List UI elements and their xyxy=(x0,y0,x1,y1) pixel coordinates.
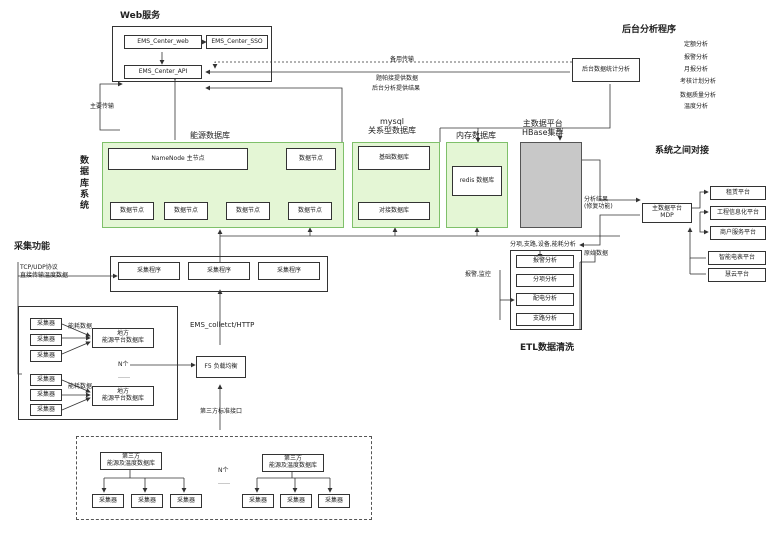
datanode-box: 数据节点 xyxy=(286,148,336,170)
local-collect-group xyxy=(18,306,178,420)
backend-analysis-title: 后台分析程序 xyxy=(622,25,677,35)
hbase-cluster-box xyxy=(520,142,582,228)
memory-db-title: 内存数据库 xyxy=(456,131,496,140)
datanode-box: 数据节点 xyxy=(226,202,270,220)
backend-item: 考核计划分析 xyxy=(680,78,717,85)
alarm-monitor-label: 报警,监控 xyxy=(465,271,491,278)
web-service-group xyxy=(112,26,272,82)
base-db-box: 基础数据库 xyxy=(358,146,430,170)
etl-title: ETL数据清洗 xyxy=(520,343,575,353)
integration-platform: 慧云平台 xyxy=(708,268,766,282)
ems-center-web: EMS_Center_web xyxy=(124,35,202,49)
redis-db-box: redis 数据库 xyxy=(452,166,502,196)
etl-item: 报警分析 xyxy=(516,255,574,268)
integration-platform: 工程信息化平台 xyxy=(710,206,766,220)
main-transfer-label: 主要传输 xyxy=(90,103,115,110)
n-count-label: N个 xyxy=(118,361,129,368)
database-system-label: 数据库系统 xyxy=(80,156,90,211)
energy-data-label: 能耗数据 xyxy=(68,323,93,330)
datanode-box: 数据节点 xyxy=(110,202,154,220)
ellipsis-label: …… xyxy=(118,373,130,380)
web-service-title: Web服务 xyxy=(120,11,161,21)
datanode-box: 数据节点 xyxy=(164,202,208,220)
collector-box: 采集器 xyxy=(30,334,62,346)
integration-platform: 智能电表平台 xyxy=(708,251,766,265)
n-count-label: N个 xyxy=(218,467,229,474)
ems-center-sso: EMS_Center_SSO xyxy=(206,35,268,49)
energy-db-title: 能源数据库 xyxy=(190,131,230,140)
collector-box: 采集器 xyxy=(30,404,62,416)
third-party-db-box: 第三方 能源及温度数据库 xyxy=(262,454,324,472)
hbase-title: 主数据平台 HBase集群 xyxy=(522,119,564,137)
etl-item: 支路分析 xyxy=(516,313,574,326)
ems-center-api: EMS_Center_API xyxy=(124,65,202,79)
collect-program-box: 采集程序 xyxy=(258,262,320,280)
collector-box: 采集器 xyxy=(30,350,62,362)
etl-flow-label: 分项,支路,设备,能耗分析 xyxy=(510,241,576,248)
third-party-db-box: 第三方 能源及温度数据库 xyxy=(100,452,162,470)
rule-db-box: 对接数据库 xyxy=(358,202,430,220)
backend-result-label: 后台分析提供结果 xyxy=(372,85,421,92)
backend-item: 报警分析 xyxy=(684,54,709,61)
collect-program-box: 采集程序 xyxy=(118,262,180,280)
third-party-group xyxy=(76,436,372,520)
etl-item: 分项分析 xyxy=(516,274,574,287)
ext-data-label: 题帕接提供数据 xyxy=(376,75,419,82)
collector-box: 采集器 xyxy=(30,389,62,401)
energy-data-label: 能耗数据 xyxy=(68,383,93,390)
backend-item: 数据质量分析 xyxy=(680,92,717,99)
raw-data-label: 原始数据 xyxy=(584,250,609,257)
backend-item: 月报分析 xyxy=(684,66,709,73)
collector-box: 采集器 xyxy=(30,374,62,386)
backend-item: 定额分析 xyxy=(684,41,709,48)
datanode-box: 数据节点 xyxy=(288,202,332,220)
backend-stats-box: 后台数据统计分析 xyxy=(572,58,640,82)
collect-program-box: 采集程序 xyxy=(188,262,250,280)
collector-box: 采集器 xyxy=(170,494,202,508)
mysql-title: mysql 关系型数据库 xyxy=(368,117,416,135)
local-energy-db-box: 地方 能源平台数据库 xyxy=(92,328,154,348)
collector-box: 采集器 xyxy=(280,494,312,508)
ellipsis-label: …… xyxy=(218,479,230,486)
collector-box: 采集器 xyxy=(30,318,62,330)
local-energy-db-box: 地方 能源平台数据库 xyxy=(92,386,154,406)
integration-platform: 商户服务平台 xyxy=(710,226,766,240)
integration-title: 系统之间对接 xyxy=(655,146,710,156)
tcp-note-label: TCP/UDP协议 直接传输温度数据 xyxy=(20,264,69,279)
collect-title: 采集功能 xyxy=(14,242,51,252)
etl-item: 配电分析 xyxy=(516,293,574,306)
analysis-result-label: 分析结果 (修复功能) xyxy=(584,196,613,211)
backend-item: 温度分析 xyxy=(684,103,709,110)
etl-group xyxy=(510,250,582,330)
protocol-label: EMS_colletct/HTTP xyxy=(190,321,255,329)
backup-transfer-label: 备用传输 xyxy=(390,56,415,63)
third-interface-label: 第三方标准接口 xyxy=(200,408,243,415)
namenode-box: NameNode 主节点 xyxy=(108,148,248,170)
mdp-box: 主数据平台 MDP xyxy=(642,203,692,223)
collect-program-group xyxy=(110,256,328,292)
collector-box: 采集器 xyxy=(131,494,163,508)
collector-box: 采集器 xyxy=(92,494,124,508)
collector-box: 采集器 xyxy=(318,494,350,508)
f5-load-balancer-box: F5 负载均衡 xyxy=(196,356,246,378)
integration-platform: 租赁平台 xyxy=(710,186,766,200)
collector-box: 采集器 xyxy=(242,494,274,508)
